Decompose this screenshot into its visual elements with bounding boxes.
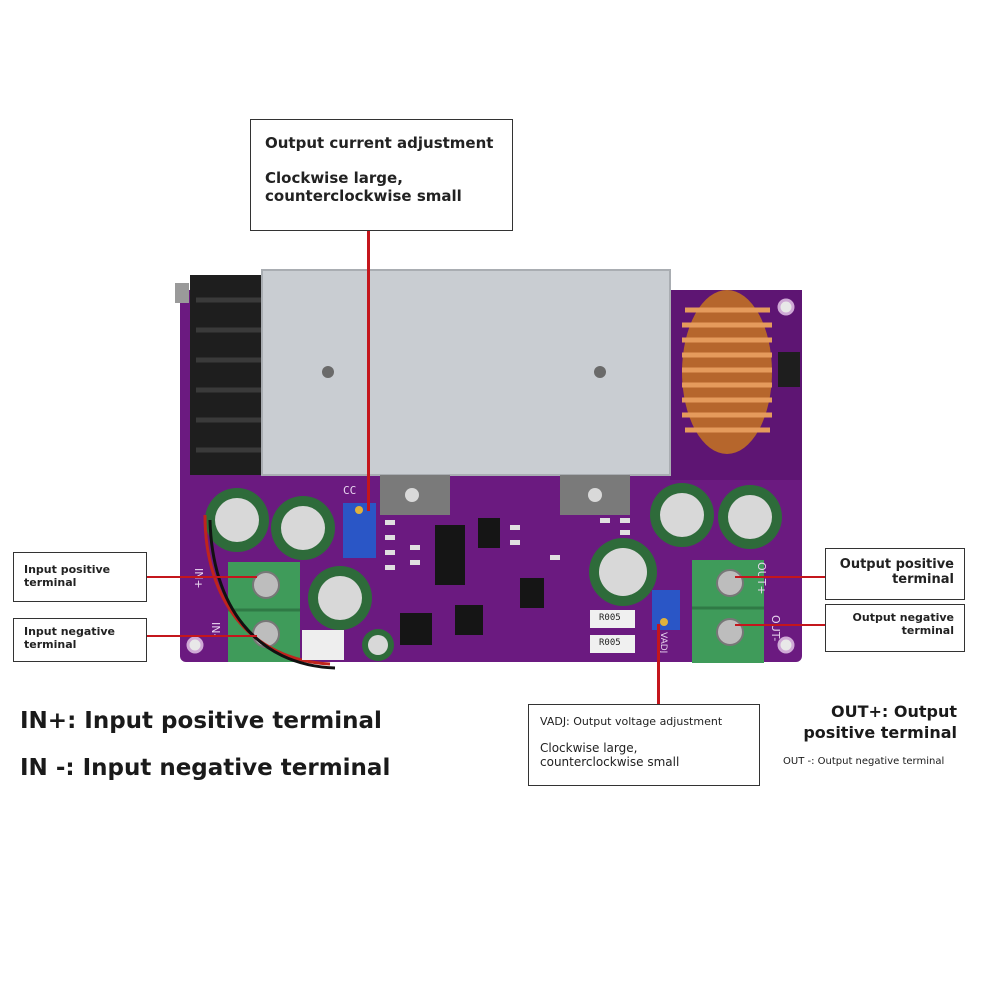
leader-output-negative — [735, 624, 825, 626]
callout-input-pos-line2: terminal — [24, 576, 77, 589]
callout-vadj-title: VADJ: Output voltage adjustment — [540, 715, 723, 728]
callout-output-neg-line2: terminal — [901, 624, 954, 637]
legend-out-negative: OUT -: Output negative terminal — [783, 756, 945, 767]
leader-input-positive — [147, 576, 257, 578]
silk-out-pos: OUT+ — [755, 562, 768, 595]
callout-output-negative: Output negative terminal — [825, 604, 965, 652]
leader-output-positive — [735, 576, 825, 578]
silk-cc: CC — [343, 484, 357, 497]
callout-output-pos-line2: terminal — [892, 572, 954, 587]
fan-screw — [175, 283, 189, 303]
input-terminal-block — [228, 562, 300, 662]
callout-input-pos-line1: Input positive — [24, 563, 111, 576]
callout-vadj: VADJ: Output voltage adjustment Clockwis… — [528, 704, 760, 786]
silk-r005-b: R005 — [599, 638, 621, 648]
leader-current-adjust — [367, 231, 370, 511]
legend-in-negative: IN -: Input negative terminal — [20, 755, 391, 781]
callout-input-positive: Input positive terminal — [13, 552, 147, 602]
leader-input-negative — [147, 635, 257, 637]
leader-vadj — [657, 624, 660, 704]
callout-input-neg-line2: terminal — [24, 638, 77, 651]
callout-input-neg-line1: Input negative — [24, 625, 115, 638]
callout-current-title: Output current adjustment — [265, 134, 494, 152]
callout-input-negative: Input negative terminal — [13, 618, 147, 662]
callout-vadj-line1: Clockwise large, — [540, 741, 638, 755]
callout-current-line2: counterclockwise small — [265, 187, 462, 205]
callout-current-adjustment: Output current adjustment Clockwise larg… — [250, 119, 513, 231]
callout-output-pos-line1: Output positive — [839, 557, 954, 572]
mount-hole — [777, 298, 795, 316]
legend-out-positive-line1: OUT+: Output — [830, 702, 957, 721]
silk-out-neg: OUT- — [769, 615, 782, 642]
silk-r005-a: R005 — [599, 613, 621, 623]
electrolytic-capacitors — [205, 483, 782, 661]
legend-in-positive: IN+: Input positive terminal — [20, 708, 382, 734]
callout-vadj-line2: counterclockwise small — [540, 755, 680, 769]
legend-out-positive-line2: positive terminal — [803, 723, 957, 742]
silk-in-pos: IN+ — [192, 568, 205, 589]
mount-hole — [186, 636, 204, 654]
callout-output-positive: Output positive terminal — [825, 548, 965, 600]
mount-hole — [777, 636, 795, 654]
cooling-fan — [190, 275, 270, 475]
callout-output-neg-line1: Output negative — [852, 611, 954, 624]
callout-current-line1: Clockwise large, — [265, 169, 403, 187]
